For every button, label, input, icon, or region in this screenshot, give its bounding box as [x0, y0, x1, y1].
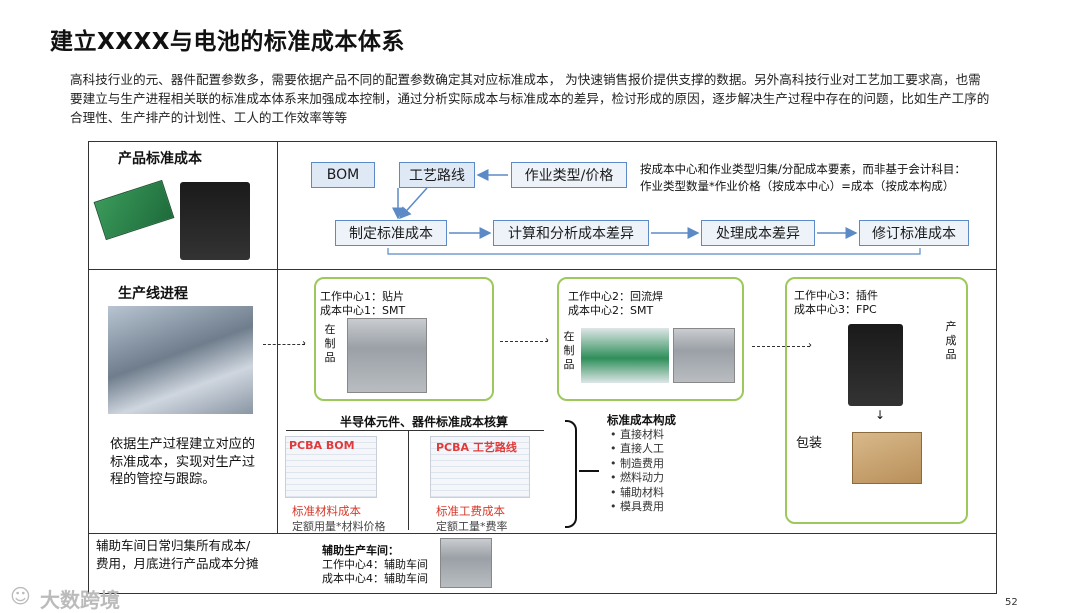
reflow-oven-image-1 [581, 328, 669, 383]
std-cost-item: • 辅助材料 [610, 486, 664, 500]
smt-machine-image [347, 318, 427, 393]
std-cost-list: • 直接材料 • 直接人工 • 制造费用 • 燃料动力 • 辅助材料 • 模具费… [610, 428, 664, 514]
std-cost-item: • 模具费用 [610, 500, 664, 514]
dashed-arrow-2 [500, 341, 548, 342]
pcba-bom-title: PCBA BOM [289, 439, 355, 452]
wc3-vert-char-1: 产 [944, 320, 958, 334]
std-cost-item: • 直接人工 [610, 442, 664, 456]
wc1-vert-char-2: 制 [323, 337, 337, 351]
packaging-label: 包装 [796, 432, 822, 451]
finished-battery-image [848, 324, 903, 406]
std-cost-item-text: 制造费用 [620, 457, 664, 470]
wc2-vert-char-1: 在 [562, 330, 576, 344]
watermark-text: 大数跨境 [40, 584, 120, 613]
aux-description-line-2: 费用，月底进行产品成本分摊 [96, 555, 259, 573]
arrow-head-1: › [302, 338, 306, 349]
packaging-box-image [852, 432, 922, 484]
arrow-head-2: › [545, 335, 549, 346]
std-cost-item-text: 直接人工 [620, 442, 664, 455]
labor-cost-formula: 定额工量*费率 [436, 518, 508, 534]
watermark-logo-icon: ☺ [10, 584, 31, 608]
std-cost-item-text: 模具费用 [620, 500, 664, 513]
semi-cost-title: 半导体元件、器件标准成本核算 [340, 413, 508, 430]
std-cost-item-text: 直接材料 [620, 428, 664, 441]
cost-note-line-2: 作业类型数量*作业价格（按成本中心）=成本（按成本构成） [640, 178, 954, 195]
intro-paragraph: 高科技行业的元、器件配置参数多，需要依据产品不同的配置参数确定其对应标准成本， … [70, 70, 990, 127]
wc1-vertical-label: 在 制 品 [323, 323, 337, 365]
material-cost-label: 标准材料成本 [292, 503, 361, 519]
wc2-vert-char-3: 品 [562, 358, 576, 372]
brace-icon [565, 420, 577, 528]
battery-image [180, 182, 250, 260]
std-cost-item-text: 辅助材料 [620, 486, 664, 499]
page-title: 建立XXXX与电池的标准成本体系 [50, 22, 405, 56]
wc3-line1: 工作中心3：插件 [794, 289, 878, 302]
section-label-product-standard-cost: 产品标准成本 [118, 148, 202, 168]
aux-description-line-1: 辅助车间日常归集所有成本/ [96, 537, 250, 555]
wc2-line2: 成本中心2：SMT [568, 304, 653, 317]
semi-cost-underline [286, 430, 544, 431]
aux-line-2: 成本中心4：辅助车间 [322, 570, 428, 586]
semi-cost-divider [408, 430, 409, 530]
dashed-arrow-1 [263, 344, 305, 345]
aux-workshop-image [440, 538, 492, 588]
std-cost-item-text: 燃料动力 [620, 471, 664, 484]
wc3-vert-char-2: 成 [944, 334, 958, 348]
wc3-vertical-label: 产 成 品 [944, 320, 958, 362]
wc1-vert-char-1: 在 [323, 323, 337, 337]
reflow-oven-image-2 [673, 328, 735, 383]
column-divider [277, 141, 278, 533]
cost-note-line-1: 按成本中心和作业类型归集/分配成本要素，而非基于会计科目： [640, 161, 966, 178]
production-description: 依据生产过程建立对应的标准成本，实现对生产过程的管控与跟踪。 [110, 436, 260, 489]
labor-cost-label: 标准工费成本 [436, 503, 505, 519]
material-cost-formula: 定额用量*材料价格 [292, 518, 386, 534]
std-cost-title: 标准成本构成 [607, 412, 676, 428]
wc2-line1: 工作中心2：回流焊 [568, 290, 663, 303]
wc1-line1: 工作中心1：贴片 [320, 290, 404, 303]
wc1-line2: 成本中心1：SMT [320, 304, 405, 317]
std-cost-item: • 制造费用 [610, 457, 664, 471]
std-cost-item: • 燃料动力 [610, 471, 664, 485]
factory-image [108, 306, 253, 414]
pcba-route-title: PCBA 工艺路线 [436, 439, 517, 455]
wc2-vert-char-2: 制 [562, 344, 576, 358]
std-cost-item: • 直接材料 [610, 428, 664, 442]
wc2-vertical-label: 在 制 品 [562, 330, 576, 372]
brace-tip [579, 470, 599, 472]
wc3-vert-char-3: 品 [944, 348, 958, 362]
section-label-production-line: 生产线进程 [118, 283, 188, 303]
row-divider-2 [88, 533, 997, 534]
down-arrow-icon: ↓ [875, 408, 885, 422]
row-divider-1 [88, 269, 997, 270]
page-number: 52 [1005, 597, 1018, 608]
wc1-vert-char-3: 品 [323, 351, 337, 365]
wc3-line2: 成本中心3：FPC [794, 303, 877, 316]
